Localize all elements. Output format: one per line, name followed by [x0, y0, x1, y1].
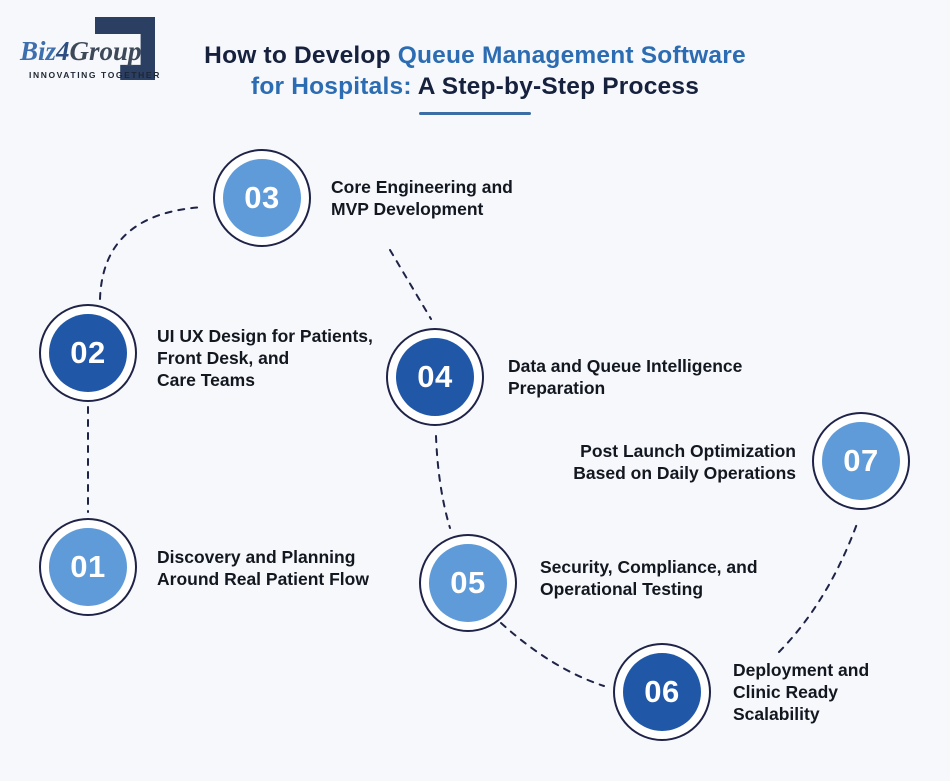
step-01-circle: 01 — [39, 518, 137, 616]
step-07-label: Post Launch Optimization Based on Daily … — [573, 441, 796, 483]
step-03-label: Core Engineering and MVP Development — [331, 177, 513, 219]
title-underline — [419, 112, 531, 115]
step-05-number: 05 — [429, 544, 507, 622]
logo-tagline: INNOVATING TOGETHER — [29, 70, 161, 80]
step-02-circle: 02 — [39, 304, 137, 402]
step-04-label: Data and Queue Intelligence Preparation — [508, 356, 743, 398]
title-line1-blue: Queue Management Software — [397, 42, 746, 69]
step-04: 04 Data and Queue Intelligence Preparati… — [386, 328, 742, 426]
step-02: 02 UI UX Design for Patients, Front Desk… — [39, 304, 373, 402]
step-06: 06 Deployment and Clinic Ready Scalabili… — [613, 643, 869, 741]
step-02-label: UI UX Design for Patients, Front Desk, a… — [157, 326, 373, 390]
connector-03-to-04 — [389, 249, 432, 320]
step-03: 03 Core Engineering and MVP Development — [213, 149, 513, 247]
step-04-number: 04 — [396, 338, 474, 416]
biz4group-logo: Biz4Group INNOVATING TOGETHER — [20, 12, 180, 92]
step-05-circle: 05 — [419, 534, 517, 632]
step-07-number: 07 — [822, 422, 900, 500]
connector-02-to-03 — [99, 206, 205, 300]
logo-biz: Biz — [20, 36, 57, 66]
step-06-label: Deployment and Clinic Ready Scalability — [733, 660, 870, 724]
page-title: How to Develop Queue Management Software… — [0, 40, 950, 115]
step-01: 01 Discovery and Planning Around Real Pa… — [39, 518, 369, 616]
logo-group: Group — [69, 36, 142, 66]
title-line-1: How to Develop Queue Management Software — [0, 40, 950, 71]
step-03-circle: 03 — [213, 149, 311, 247]
title-line2-blue: for Hospitals: — [250, 73, 418, 100]
title-line1-dark: How to Develop — [204, 42, 398, 69]
logo-four: 4 — [56, 36, 70, 66]
connector-06-to-07 — [778, 520, 859, 653]
connector-04-to-05 — [435, 435, 451, 529]
step-03-number: 03 — [223, 159, 301, 237]
step-02-number: 02 — [49, 314, 127, 392]
step-07: 07 Post Launch Optimization Based on Dai… — [573, 412, 910, 510]
step-06-number: 06 — [623, 653, 701, 731]
step-05: 05 Security, Compliance, and Operational… — [419, 534, 758, 632]
step-05-label: Security, Compliance, and Operational Te… — [540, 557, 758, 599]
logo-wordmark: Biz4Group — [20, 36, 142, 66]
title-line2-dark: A Step-by-Step Process — [417, 73, 700, 100]
step-01-number: 01 — [49, 528, 127, 606]
title-line-2: for Hospitals: A Step-by-Step Process — [0, 71, 950, 102]
step-06-circle: 06 — [613, 643, 711, 741]
step-04-circle: 04 — [386, 328, 484, 426]
step-07-circle: 07 — [812, 412, 910, 510]
step-01-label: Discovery and Planning Around Real Patie… — [157, 547, 369, 589]
connector-05-to-06 — [500, 622, 605, 687]
